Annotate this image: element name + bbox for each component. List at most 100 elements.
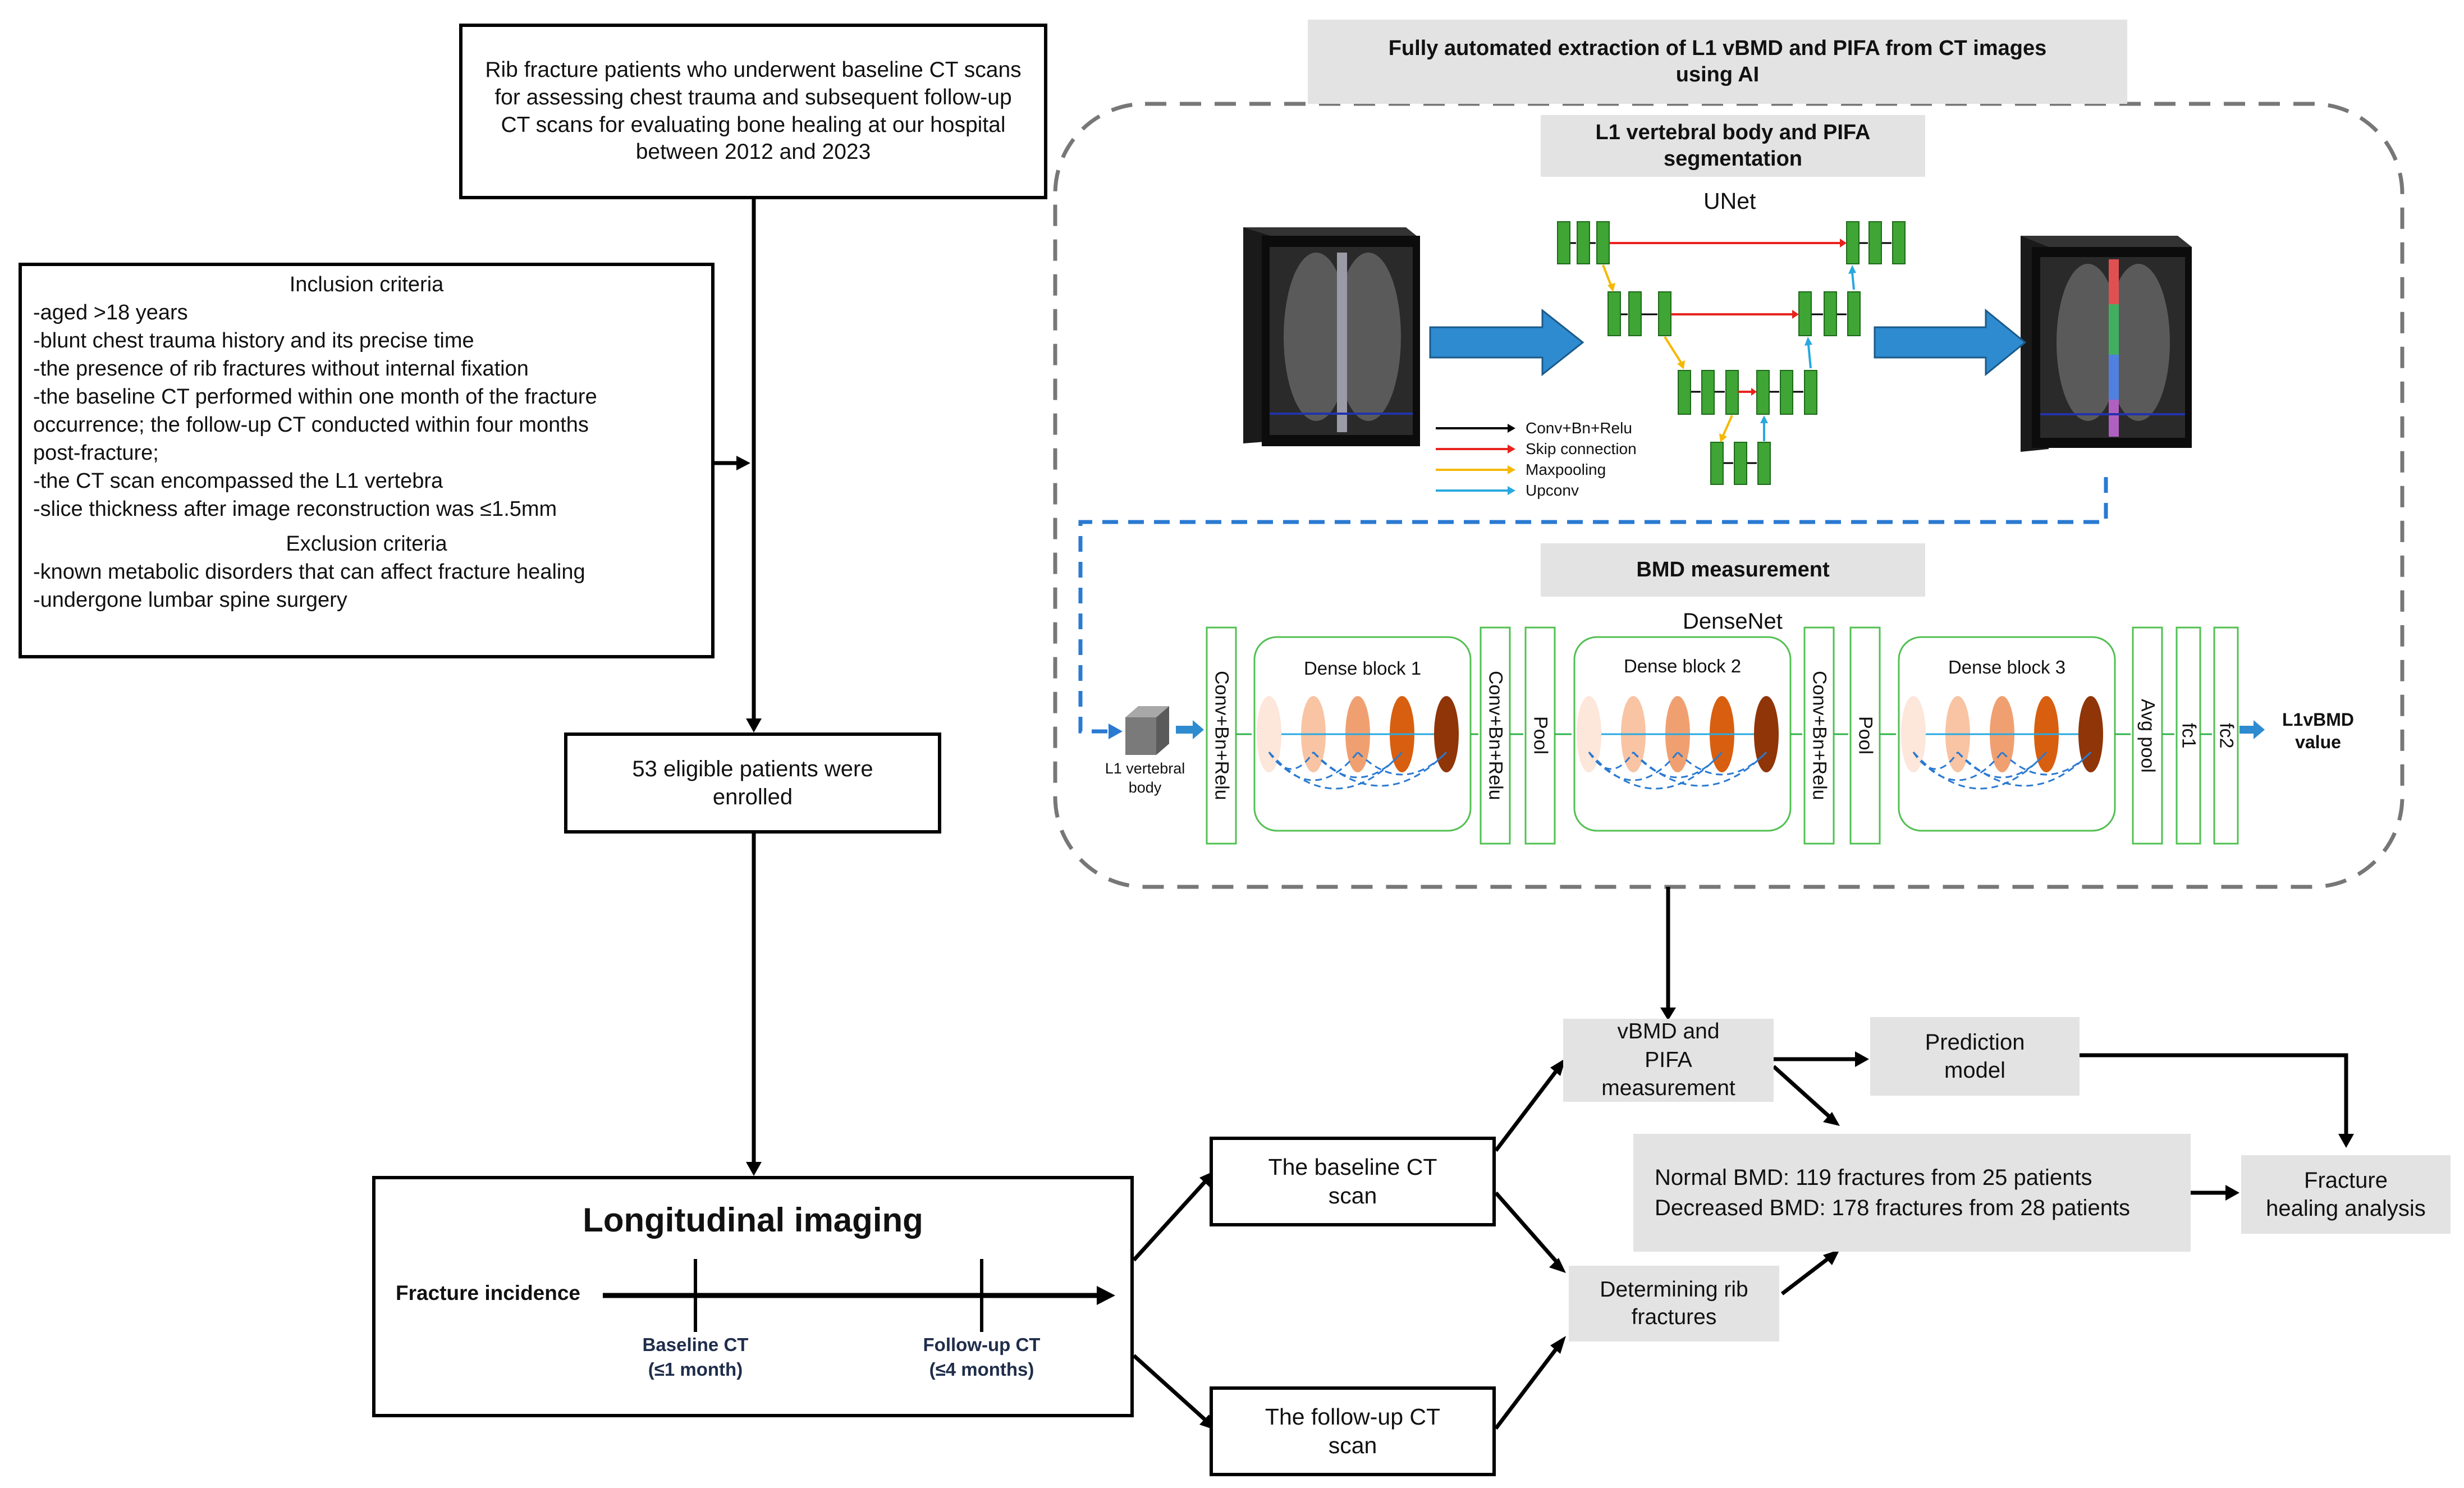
segmentation-title-line-2: segmentation bbox=[1663, 147, 1803, 171]
densenet-graphic bbox=[1125, 626, 2265, 845]
output-ct-volume bbox=[2021, 236, 2192, 452]
arrow-vbmd-to-groups bbox=[1772, 1065, 1831, 1119]
fc2-label: fc2 bbox=[2215, 722, 2237, 749]
dense-block-2-layers bbox=[1577, 696, 1779, 790]
determining-fractures-box: Determining rib fractures bbox=[1569, 1266, 1779, 1342]
baseline-ct-label: Baseline CT (≤1 month) bbox=[611, 1333, 780, 1382]
arrowhead-healing-top bbox=[2338, 1134, 2354, 1148]
segmentation-title: L1 vertebral body and PIFA segmentation bbox=[1541, 115, 1925, 177]
dense-block-2-label: Dense block 2 bbox=[1623, 656, 1742, 676]
arrowhead-groups-1 bbox=[1823, 1112, 1840, 1126]
bmd-measurement-title: BMD measurement bbox=[1541, 543, 1925, 597]
healing-line-2: healing analysis bbox=[2266, 1196, 2426, 1221]
segmentation-to-bmd-connector bbox=[1078, 477, 2108, 734]
baseline-ct-line-1: Baseline CT bbox=[642, 1334, 749, 1355]
l1-input-line-1: L1 vertebral bbox=[1105, 760, 1185, 777]
pool-layer-2 bbox=[1849, 626, 1881, 845]
ai-pipeline-frame bbox=[1053, 102, 2405, 889]
inclusion-item: -the CT scan encompassed the L1 vertebra bbox=[33, 469, 443, 493]
skip-connections bbox=[1609, 239, 1847, 396]
inclusion-item: -the presence of rib fractures without i… bbox=[33, 357, 529, 381]
l1-input-label: L1 vertebral body bbox=[1086, 759, 1204, 797]
timeline bbox=[603, 1259, 1115, 1332]
exclusion-item: -known metabolic disorders that can affe… bbox=[33, 560, 585, 584]
output-line-2: value bbox=[2295, 732, 2341, 752]
enrolled-line-2: enrolled bbox=[712, 785, 793, 809]
unet-label: UNet bbox=[1703, 188, 1756, 214]
followup-ct-line-2: (≤4 months) bbox=[929, 1359, 1034, 1380]
baseline-scan-line-2: scan bbox=[1328, 1183, 1377, 1208]
vbmd-line-3: measurement bbox=[1601, 1076, 1735, 1101]
conv-label-3: Conv+Bn+Relu bbox=[1808, 671, 1830, 800]
followup-scan-box: The follow-up CT scan bbox=[1210, 1386, 1496, 1476]
healing-line-1: Fracture bbox=[2304, 1168, 2388, 1193]
prediction-line-1: Prediction bbox=[1925, 1030, 2025, 1055]
vbmd-line-2: PIFA bbox=[1645, 1047, 1692, 1072]
arrowhead-healing-left bbox=[2225, 1185, 2239, 1201]
arrowhead-junction bbox=[736, 456, 750, 470]
longitudinal-box: Longitudinal imaging Fracture incidence … bbox=[372, 1176, 1134, 1417]
arrowhead-groups-2 bbox=[1823, 1249, 1840, 1265]
followup-scan-line-1: The follow-up CT bbox=[1265, 1403, 1441, 1430]
arrow-prediction-to-healing bbox=[2080, 1053, 2348, 1139]
longitudinal-title: Longitudinal imaging bbox=[583, 1201, 923, 1239]
pipeline-header-line-2: using AI bbox=[1675, 63, 1760, 86]
inclusion-item: -slice thickness after image reconstruct… bbox=[33, 497, 557, 521]
prediction-model-box: Prediction model bbox=[1870, 1017, 2080, 1096]
upconv-arrows bbox=[1760, 265, 1856, 441]
fc2-layer bbox=[2213, 626, 2239, 845]
inclusion-item: -aged >18 years bbox=[33, 301, 188, 324]
arrowhead-determine-2 bbox=[1550, 1336, 1566, 1354]
arrowhead-enrolled bbox=[746, 718, 762, 732]
exclusion-item: -undergone lumbar spine surgery bbox=[33, 588, 347, 612]
arrowhead-pipeline-vbmd bbox=[1660, 1008, 1676, 1020]
conv-layer-1 bbox=[1206, 626, 1237, 845]
avgpool-layer bbox=[2132, 626, 2163, 845]
fracture-incidence-label: Fracture incidence bbox=[396, 1281, 581, 1304]
avgpool-label: Avg pool bbox=[2137, 698, 2159, 773]
arrowhead-prediction bbox=[1855, 1051, 1869, 1067]
unet-blocks bbox=[1557, 221, 1906, 485]
pool-label-1: Pool bbox=[1529, 716, 1551, 755]
inclusion-item: -blunt chest trauma history and its prec… bbox=[33, 329, 474, 352]
arrow-baseline-to-determine bbox=[1494, 1191, 1559, 1265]
dense-block-1-label: Dense block 1 bbox=[1303, 658, 1422, 679]
conv-arrows bbox=[1570, 242, 1891, 464]
pipeline-header: Fully automated extraction of L1 vBMD an… bbox=[1308, 20, 2127, 104]
arrowhead-determine-1 bbox=[1549, 1258, 1566, 1273]
conv-label-2: Conv+Bn+Relu bbox=[1485, 671, 1506, 800]
fc1-layer bbox=[2176, 626, 2201, 845]
normal-bmd-group: Normal BMD: 119 fractures from 25 patien… bbox=[1655, 1165, 2092, 1190]
criteria-box: Inclusion criteria -aged >18 years -blun… bbox=[19, 263, 715, 658]
pipeline-header-line-1: Fully automated extraction of L1 vBMD an… bbox=[1388, 36, 2047, 60]
unet-to-output-arrow bbox=[1874, 308, 2027, 377]
exclusion-title: Exclusion criteria bbox=[286, 532, 447, 556]
bmd-groups-box: Normal BMD: 119 fractures from 25 patien… bbox=[1633, 1134, 2191, 1252]
arrowhead-bmd-input bbox=[1109, 724, 1123, 739]
followup-ct-line-1: Follow-up CT bbox=[923, 1334, 1041, 1355]
inclusion-item: post-fracture; bbox=[33, 441, 159, 465]
conv-label-1: Conv+Bn+Relu bbox=[1211, 671, 1233, 800]
determining-line-2: fractures bbox=[1631, 1304, 1717, 1329]
legend-upconv: Upconv bbox=[1526, 482, 1579, 499]
segmentation-graphic bbox=[1243, 221, 2192, 495]
arrow-to-followup-scan bbox=[1132, 1354, 1208, 1423]
arrow-baseline-to-vbmd bbox=[1494, 1068, 1559, 1152]
densenet-label: DenseNet bbox=[1683, 609, 1783, 634]
inclusion-item: occurrence; the follow-up CT conducted w… bbox=[33, 413, 589, 437]
conv-layer-3 bbox=[1803, 626, 1835, 845]
vbmd-line-1: vBMD and bbox=[1617, 1019, 1720, 1043]
determining-line-1: Determining rib bbox=[1600, 1277, 1748, 1302]
fc1-label: fc1 bbox=[2178, 722, 2200, 749]
arrow-followup-to-determine bbox=[1494, 1345, 1559, 1430]
legend-skip: Skip connection bbox=[1526, 440, 1637, 457]
input-to-unet-arrow bbox=[1429, 308, 1584, 377]
conv-layer-2 bbox=[1480, 626, 1511, 845]
pool-layer-1 bbox=[1524, 626, 1556, 845]
input-blue-arrow bbox=[1176, 720, 1204, 739]
dense-block-3-layers bbox=[1901, 696, 2103, 790]
output-line-1: L1vBMD bbox=[2282, 709, 2354, 730]
inclusion-item: -the baseline CT performed within one mo… bbox=[33, 385, 597, 409]
